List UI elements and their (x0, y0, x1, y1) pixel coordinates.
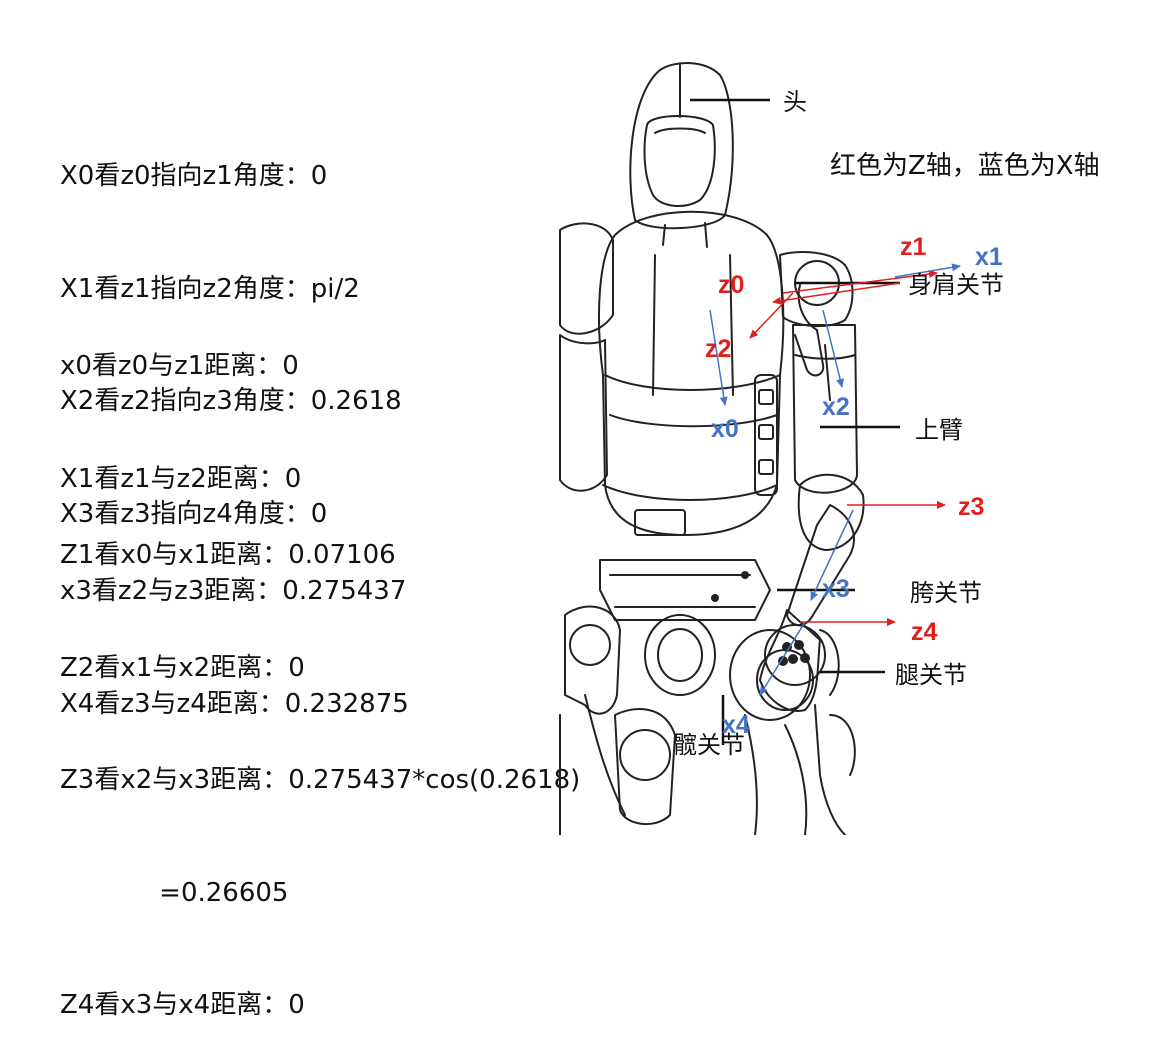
face-visor (643, 115, 716, 207)
param-line: Z4看x3与x4距离：0 (60, 990, 305, 1020)
param-line: x0看z0与z1距离：0 (60, 351, 299, 381)
param-line: X1看z1指向z2角度：pi/2 (60, 273, 360, 304)
x3-label: x3 (822, 575, 850, 603)
param-line: x3看z2与z3距离：0.275437 (60, 576, 407, 606)
elbow (797, 473, 865, 551)
link-offset-list: Z1看x0与x1距离：0.07106 Z2看x1与x2距离：0 Z3看x2与x3… (60, 462, 580, 1062)
hip-joint-right (729, 629, 811, 721)
param-line: X1看z1与z2距离：0 (60, 463, 302, 494)
x4-label: x4 (722, 711, 750, 739)
torso (598, 210, 785, 536)
x1-arrow (894, 263, 961, 278)
forearm (786, 504, 855, 627)
param-line: Z3看x2与x3距离：0.275437*cos(0.2618) (60, 765, 581, 795)
x3-arrow (810, 509, 854, 601)
left-leg (564, 605, 621, 715)
x1-label: x1 (975, 243, 1003, 271)
z4-label: z4 (911, 618, 938, 646)
color-legend-note: 红色为Z轴，蓝色为X轴 (830, 151, 1100, 181)
head-shell (629, 62, 734, 230)
param-line: X2看z2指向z3角度：0.2618 (60, 386, 402, 416)
z2-arrow (749, 292, 794, 339)
leg-joint-label: 腿关节 (895, 661, 967, 689)
upper-arm (792, 324, 858, 494)
leg-joint-ball (764, 624, 826, 686)
head-label: 头 (783, 88, 807, 116)
param-line: X3看z3指向z4角度：0 (60, 498, 328, 529)
hip-block (599, 559, 771, 621)
param-line: X0看z0指向z1角度：0 (60, 161, 328, 191)
z0-arrow (772, 282, 901, 305)
param-line: X4看z3与z4距离：0.232875 (60, 688, 409, 719)
z3-label: z3 (958, 493, 984, 521)
hand (759, 609, 821, 712)
z0-label: z0 (718, 271, 744, 299)
upper-arm-label: 上臂 (915, 416, 963, 444)
x2-arrow (822, 309, 844, 388)
x4-arrow (759, 621, 806, 696)
x-axis-arrows (709, 263, 961, 696)
param-line: =0.26605 (60, 877, 289, 908)
x0-arrow (709, 309, 728, 406)
hip-joint-left (644, 614, 716, 696)
x2-label: x2 (822, 393, 850, 421)
link-length-list: x0看z0与z1距离：0 X1看z1与z2距离：0 x3看z2与z3距离：0.2… (60, 273, 409, 761)
robot-diagram: z0 z1 z2 z3 z4 x0 x1 x2 x3 x4 头 身肩关节 上臂 … (559, 62, 1004, 835)
hip-joint-label: 胯关节 (910, 579, 982, 607)
left-shoulder (559, 222, 614, 335)
leader-lines (690, 98, 900, 745)
param-line: Z2看x1与x2距离：0 (60, 652, 305, 683)
z1-arrow (782, 270, 938, 294)
z2-label: z2 (705, 335, 731, 363)
shoulder-label: 身肩关节 (908, 271, 1004, 299)
robot-outline (559, 62, 865, 835)
knee-joint-label: 髋关节 (673, 731, 745, 759)
z1-label: z1 (900, 233, 927, 261)
param-line: Z1看x0与x1距离：0.07106 (60, 540, 396, 570)
z-axis-arrows (749, 270, 946, 626)
twist-angle-list: X0看z0指向z1角度：0 X1看z1指向z2角度：pi/2 X2看z2指向z3… (60, 83, 402, 571)
x0-label: x0 (711, 415, 739, 443)
